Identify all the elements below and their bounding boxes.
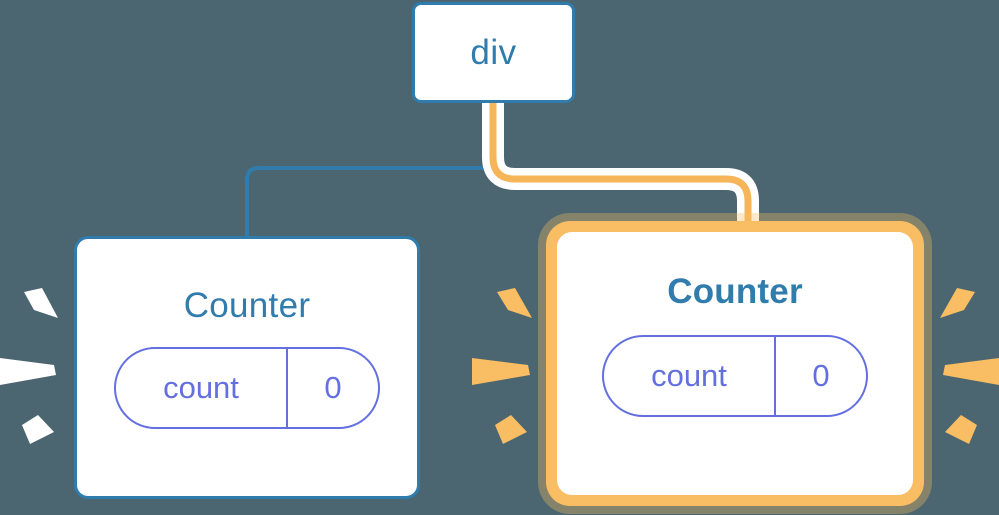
node-counter-right-highlight-ring: Counter count 0 [546,221,924,506]
wire-div-to-counter-right-halo [482,103,759,231]
node-div-label: div [470,33,517,72]
node-div[interactable]: div [412,2,575,103]
node-counter-left-title: Counter [183,286,311,325]
state-pill-counter-right[interactable]: count 0 [602,335,868,417]
node-counter-left[interactable]: Counter count 0 [74,236,420,499]
wire-div-to-counter-right [489,103,752,231]
state-key-count: count [604,337,776,415]
state-key-count: count [116,349,288,427]
state-value-count: 0 [324,370,342,405]
node-counter-right[interactable]: Counter count 0 [557,232,913,495]
state-pill-counter-left[interactable]: count 0 [114,347,380,429]
state-value-count: 0 [812,358,830,393]
node-counter-right-title: Counter [667,272,803,311]
wire-div-to-counter-left [245,101,495,241]
